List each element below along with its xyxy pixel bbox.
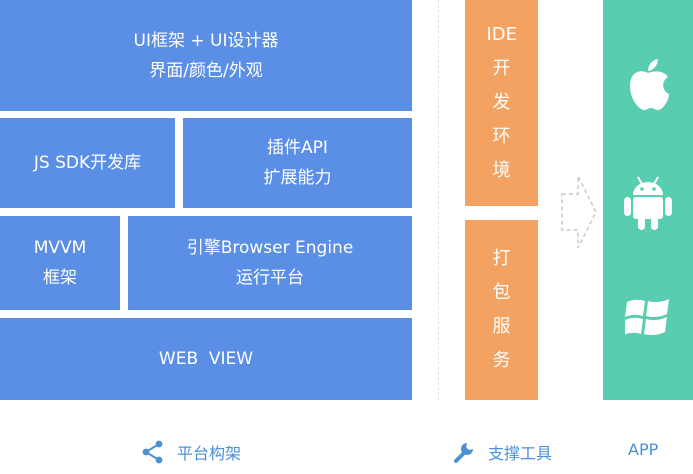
pack-service-block: 打 包 服 务 — [465, 220, 538, 400]
mvvm-subtitle: 框架 — [43, 268, 77, 288]
legend-tools-label: 支撑工具 — [488, 444, 553, 463]
ide-label: IDE 开 发 环 境 — [486, 24, 518, 181]
ui-framework-block: UI框架 + UI设计器 界面/颜色/外观 — [0, 0, 412, 111]
ui-framework-title: UI框架 + UI设计器 — [133, 30, 279, 51]
apple-icon — [603, 55, 693, 115]
mvvm-title: MVVM — [33, 238, 87, 258]
js-sdk-block: JS SDK开发库 — [0, 118, 175, 208]
legend-platform-label: 平台构架 — [177, 444, 242, 463]
plugin-api-block: 插件API 扩展能力 — [183, 118, 412, 208]
webview-label: WEB VIEW — [158, 349, 254, 369]
webview-block: WEB VIEW — [0, 318, 412, 400]
share-icon — [142, 440, 163, 464]
mvvm-block: MVVM 框架 — [0, 216, 120, 310]
plugin-api-title: 插件API — [267, 138, 328, 158]
legend-tools: 支撑工具 — [452, 440, 552, 464]
legend-app: APP — [628, 440, 658, 459]
pack-service-label: 打 包 服 务 — [492, 248, 511, 371]
section-divider — [438, 0, 439, 400]
engine-title: 引擎Browser Engine — [186, 238, 354, 258]
android-icon — [603, 172, 693, 234]
engine-subtitle: 运行平台 — [236, 268, 304, 288]
js-sdk-label: JS SDK开发库 — [33, 153, 142, 173]
arrow-icon — [561, 175, 597, 249]
plugin-api-subtitle: 扩展能力 — [263, 168, 332, 188]
legend-app-label: APP — [628, 440, 659, 459]
legend-platform: 平台构架 — [141, 440, 241, 464]
ide-block: IDE 开 发 环 境 — [465, 0, 538, 206]
engine-block: 引擎Browser Engine 运行平台 — [128, 216, 412, 310]
wrench-icon — [454, 443, 473, 463]
windows-icon — [603, 292, 693, 344]
ui-framework-subtitle: 界面/颜色/外观 — [149, 60, 263, 81]
